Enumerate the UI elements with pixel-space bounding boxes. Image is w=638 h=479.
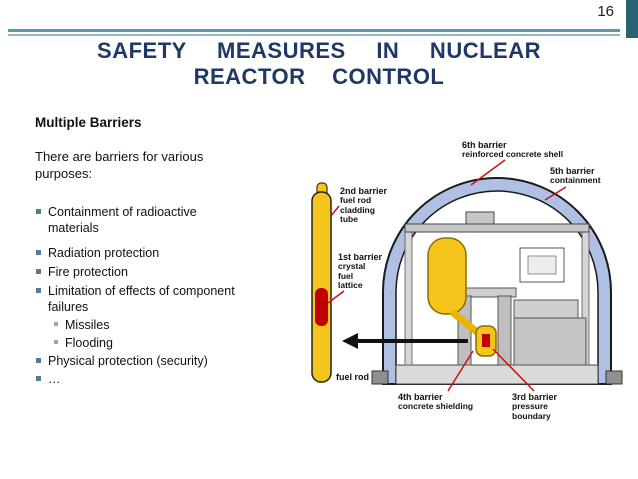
leader-line-4th-barrier [447,350,474,392]
barrier-name: 2nd barrier [340,186,388,196]
platform-lower [513,317,587,366]
barrier-name: 6th barrier [462,140,507,150]
header-accent-line-top [8,29,620,32]
list-item-label: Radiation protection [48,246,160,260]
label-1st-barrier: 1st barrier crystal fuel lattice [338,252,383,291]
bullet-square-icon [36,269,41,274]
bullet-square-icon [36,209,41,214]
slide-number: 16 [597,3,614,20]
leader-line-3rd-barrier [492,348,535,392]
bullet-square-icon [36,250,41,255]
list-item-label: Fire protection [48,265,128,279]
label-5th-barrier: 5th barrier containment [550,166,630,186]
page-title: SAFETY MEASURES IN NUCLEAR REACTOR CONTR… [0,38,638,90]
list-item: Containment of radioactive materials [36,204,221,236]
leader-line-2nd-barrier [330,205,340,217]
core-fuel-red [482,334,490,347]
leader-line-6th-barrier [470,159,506,186]
label-3rd-barrier: 3rd barrier pressure boundary [512,392,564,421]
barrier-name: 1st barrier [338,252,383,262]
list-item-label: Missiles [65,318,110,332]
fuel-rod-graphic [311,191,332,383]
barrier-desc: reinforced concrete shell [462,149,564,159]
list-item-label: Physical protection (security) [48,354,208,368]
crane-trolley [465,211,495,225]
leader-line-1st-barrier [327,290,345,304]
sub-bullet-square-icon [54,340,58,344]
label-6th-barrier: 6th barrier reinforced concrete shell [462,140,592,160]
label-2nd-barrier: 2nd barrier fuel rod cladding tube [340,186,388,225]
bullet-square-icon [36,288,41,293]
sub-bullet-square-icon [54,322,58,326]
fuel-rod-red-segment [315,288,328,326]
list-subitem: Flooding [54,335,113,351]
dome-footing-right [605,370,623,385]
barrier-desc: crystal fuel lattice [338,261,366,290]
fuel-rod-caption: fuel rod [336,372,369,382]
list-item: … [36,371,61,387]
barrier-desc: concrete shielding [398,401,474,411]
platform-upper [513,299,579,319]
barrier-desc: pressure boundary [512,401,551,421]
concrete-shield-wall-right [497,295,512,366]
page-title-line1: SAFETY MEASURES IN NUCLEAR [97,38,541,63]
dome-footing-left [371,370,389,385]
corner-accent-bar [626,0,638,38]
barrier-desc: containment [550,175,601,185]
list-item: Limitation of effects of component failu… [36,283,251,315]
reactor-pressure-vessel [427,237,467,315]
bullet-square-icon [36,358,41,363]
arrow-head-icon [342,333,358,349]
list-item: Radiation protection [36,245,159,261]
label-4th-barrier: 4th barrier concrete shielding [398,392,493,412]
barrier-name: 5th barrier [550,166,595,176]
list-item: Fire protection [36,264,128,280]
page-title-line2: REACTOR CONTROL [193,64,445,89]
equipment-box [519,247,565,283]
barrier-desc: fuel rod cladding tube [340,195,375,224]
list-subitem: Missiles [54,317,109,333]
equipment-box-panel [527,255,557,275]
polar-crane-beam [404,223,590,233]
list-item-label: Containment of radioactive materials [48,205,197,235]
list-item-label: Limitation of effects of component failu… [48,284,235,314]
barrier-name: 4th barrier [398,392,443,402]
leader-line-5th-barrier [544,186,567,201]
barrier-name: 3rd barrier [512,392,558,402]
diagram-heading: Multiple Barriers [35,115,142,130]
crane-support-left [404,231,413,366]
list-item: Physical protection (security) [36,353,208,369]
list-item-label: … [48,372,61,386]
bullet-square-icon [36,376,41,381]
header-accent-line-bottom [8,34,620,36]
list-item-label: Flooding [65,336,113,350]
dome-floor-slab [395,364,599,385]
diagram-intro-text: There are barriers for various purposes: [35,149,204,181]
